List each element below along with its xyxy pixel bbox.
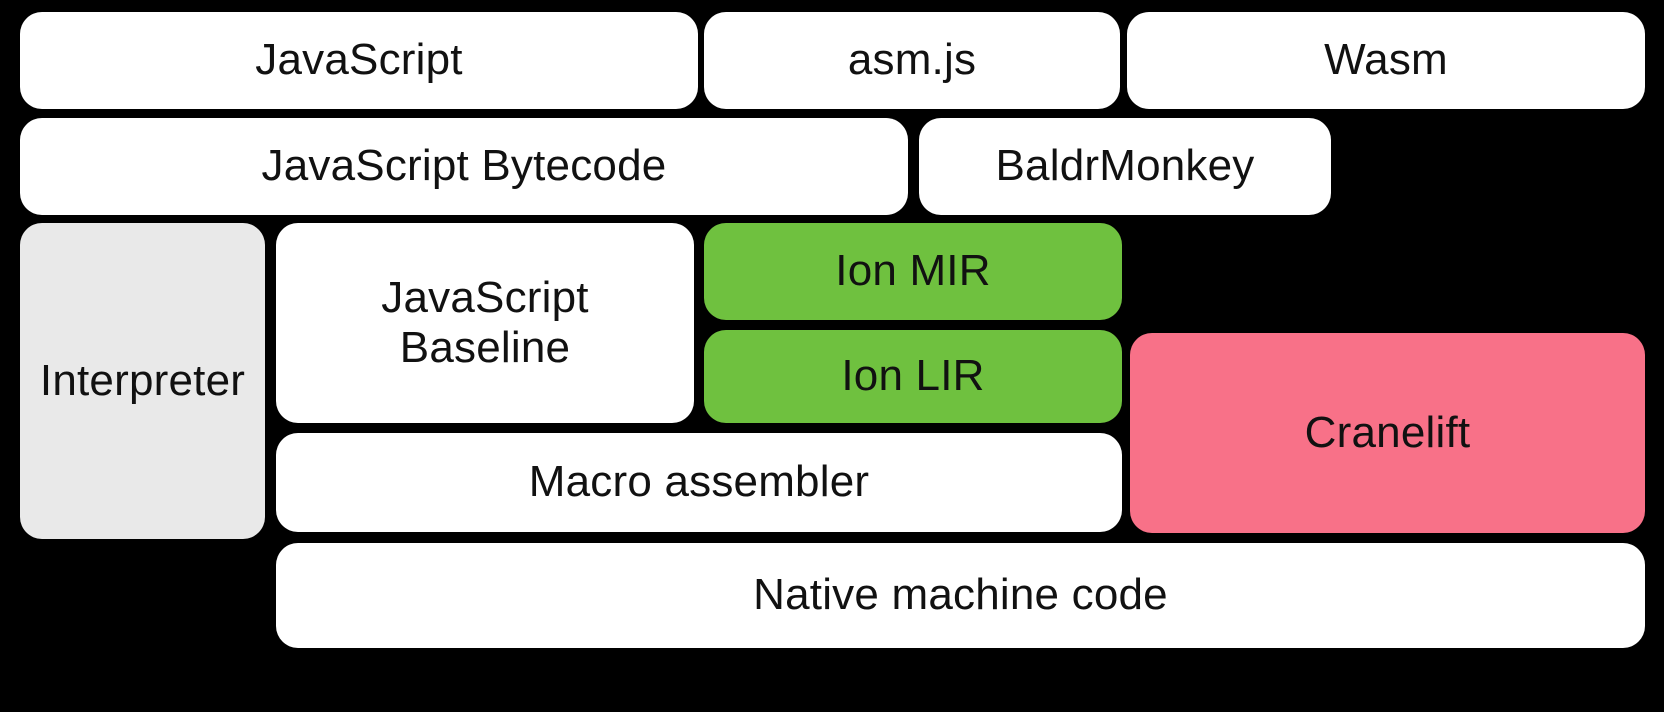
node-asm-js[interactable]: asm.js [704, 12, 1120, 109]
node-macro-assembler[interactable]: Macro assembler [276, 433, 1122, 532]
node-baldrmonkey[interactable]: BaldrMonkey [919, 118, 1331, 215]
node-interpreter[interactable]: Interpreter [20, 223, 265, 539]
node-javascript-baseline[interactable]: JavaScript Baseline [276, 223, 694, 423]
node-ion-mir[interactable]: Ion MIR [704, 223, 1122, 320]
node-javascript-bytecode[interactable]: JavaScript Bytecode [20, 118, 908, 215]
node-cranelift[interactable]: Cranelift [1130, 333, 1645, 533]
node-javascript[interactable]: JavaScript [20, 12, 698, 109]
node-ion-lir[interactable]: Ion LIR [704, 330, 1122, 423]
node-native-machine-code[interactable]: Native machine code [276, 543, 1645, 648]
node-wasm[interactable]: Wasm [1127, 12, 1645, 109]
